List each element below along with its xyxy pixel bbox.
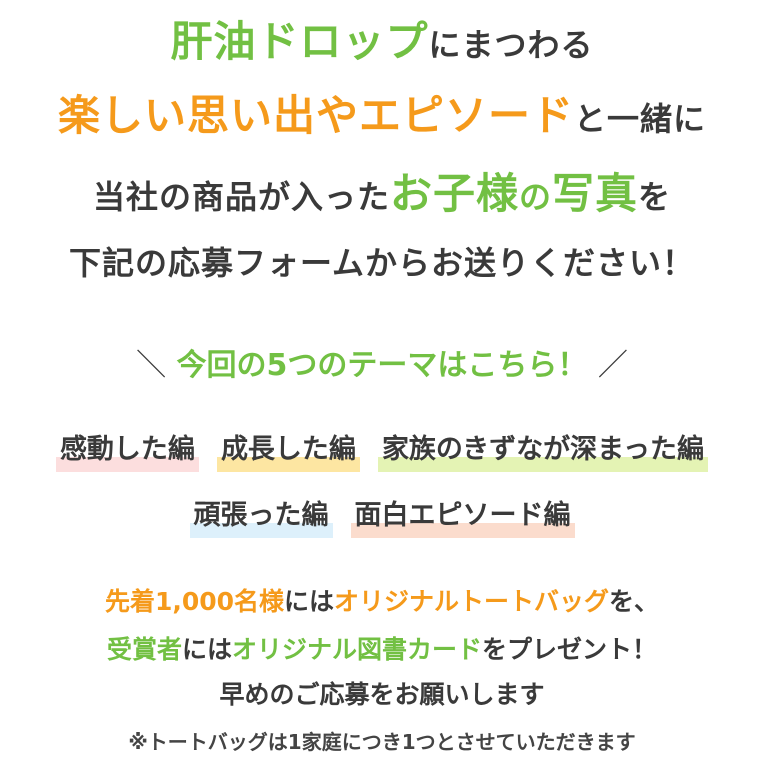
- headline-product-name: 肝油ドロップ: [170, 17, 429, 66]
- theme-tags-row-1: 感動した編 成長した編 家族のきずなが深まった編: [0, 428, 764, 472]
- headline-line-1: 肝油ドロップにまつわる: [0, 8, 764, 69]
- present-text: をプレゼント！: [482, 635, 658, 664]
- theme-tag: 面白エピソード編: [350, 494, 575, 538]
- theme-tag: 家族のきずなが深まった編: [377, 428, 709, 472]
- theme-tags-row-2: 頑張った編 面白エピソード編: [0, 494, 764, 538]
- present-line-2: 受賞者にはオリジナル図書カードをプレゼント！: [0, 630, 764, 666]
- headline-line-3: 当社の商品が入ったお子様の写真を: [0, 160, 764, 221]
- headline-highlight: お子様: [389, 169, 519, 218]
- right-slash: ／: [597, 348, 628, 383]
- headline-text: にまつわる: [428, 26, 594, 64]
- headline-line-2: 楽しい思い出やエピソードと一緒に: [0, 82, 764, 143]
- theme-heading: ＼ 今回の5つのテーマはこちら！ ／: [0, 340, 764, 384]
- present-highlight: 先着1,000名様: [104, 587, 285, 616]
- headline-text: を: [638, 178, 672, 216]
- headline-text: と一緒に: [574, 100, 707, 138]
- present-text: を、: [609, 587, 660, 616]
- headline-line-4: 下記の応募フォームからお送りください！: [68, 244, 696, 282]
- present-line-3: 早めのご応募をお願いします: [219, 680, 545, 709]
- headline-highlight: の: [518, 178, 552, 216]
- theme-tag: 成長した編: [216, 428, 360, 472]
- left-slash: ＼: [136, 348, 167, 383]
- headline-highlight: 楽しい思い出やエピソード: [57, 91, 574, 140]
- present-highlight: オリジナル図書カード: [232, 635, 483, 664]
- present-highlight: オリジナルトートバッグ: [334, 587, 610, 616]
- theme-tag: 感動した編: [55, 428, 199, 472]
- present-line-1: 先着1,000名様にはオリジナルトートバッグを、: [0, 582, 764, 618]
- present-text: には: [181, 635, 232, 664]
- footnote: ※トートバッグは1家庭につき1つとさせていただきます: [128, 730, 636, 754]
- theme-heading-text: 今回の5つのテーマはこちら！: [176, 348, 588, 383]
- present-highlight: 受賞者: [106, 635, 182, 664]
- headline-text: 当社の商品が入った: [92, 178, 390, 216]
- headline-highlight: 写真: [552, 169, 639, 218]
- theme-tag: 頑張った編: [189, 494, 333, 538]
- present-text: には: [284, 587, 335, 616]
